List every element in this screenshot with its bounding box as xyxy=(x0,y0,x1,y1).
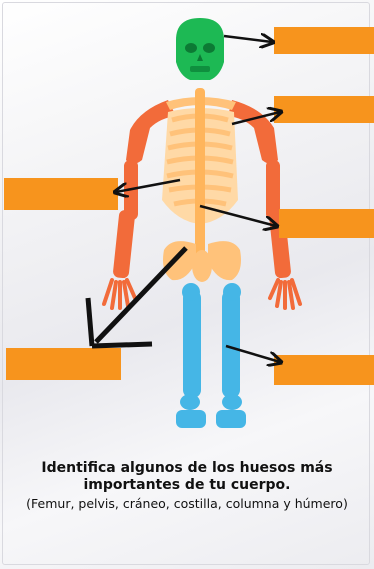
legs xyxy=(176,283,246,428)
bone-list: (Femur, pelvis, cráneo, costilla, column… xyxy=(10,496,364,512)
label-box[interactable] xyxy=(4,178,118,210)
label-box[interactable] xyxy=(274,355,374,385)
label-box[interactable] xyxy=(6,348,121,380)
label-box[interactable] xyxy=(274,27,374,54)
arrow-pelvis xyxy=(88,248,186,346)
skull xyxy=(176,18,224,80)
instructions-title: Identifica algunos de los huesos más imp… xyxy=(10,460,364,494)
label-box[interactable] xyxy=(274,96,374,123)
label-box[interactable] xyxy=(279,209,374,238)
arrow-skull xyxy=(224,36,272,42)
instructions-caption: Identifica algunos de los huesos más imp… xyxy=(10,460,364,512)
skeleton-diagram xyxy=(0,0,374,450)
torso xyxy=(162,88,241,282)
